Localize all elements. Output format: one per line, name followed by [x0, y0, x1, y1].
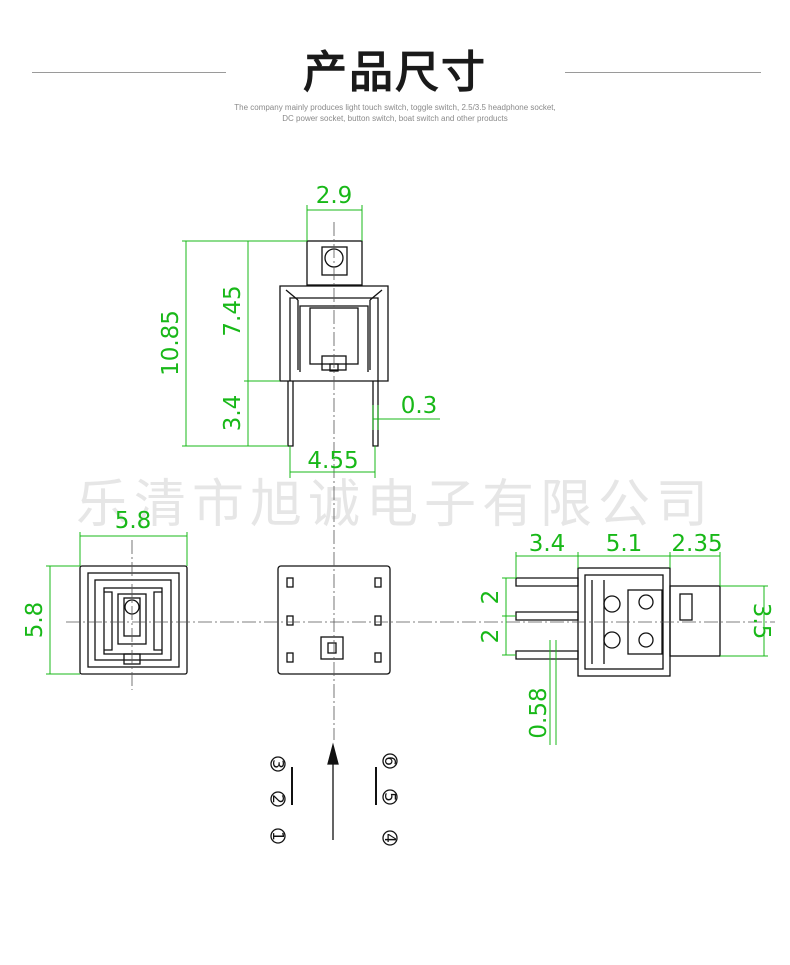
dimension-labels: 2.9 10.85 7.45 3.4 0.3 4.55 5.8 5.8 3.4 …	[22, 183, 774, 739]
dim-side-body: 5.1	[606, 531, 643, 557]
dim-body-height: 7.45	[220, 285, 246, 336]
dimension-lines	[46, 205, 768, 745]
top-view	[79, 565, 188, 675]
pin-label-3: 3	[269, 759, 287, 769]
pin-label-6: 6	[381, 756, 399, 766]
subtitle-line-1: The company mainly produces light touch …	[234, 103, 556, 112]
dim-pin-spacing: 4.55	[307, 448, 358, 474]
pin-label-2: 2	[269, 794, 287, 804]
dim-top-width: 5.8	[115, 508, 152, 534]
subtitle-line-2: DC power socket, button switch, boat swi…	[282, 114, 508, 123]
dim-side-button: 2.35	[671, 531, 722, 557]
title-rule-left	[32, 72, 226, 73]
dim-pin-length: 3.4	[220, 395, 246, 432]
center-lines	[66, 222, 775, 740]
pin-label-1: 1	[269, 831, 287, 841]
dim-side-button-height: 3.5	[748, 603, 774, 640]
pin-label-4: 4	[381, 833, 399, 843]
dim-side-pin-length: 3.4	[529, 531, 566, 557]
pin-numbers: 1 2 3 4 5 6	[269, 756, 399, 843]
company-watermark: 乐清市旭诚电子有限公司	[75, 475, 714, 535]
pin-diagram	[270, 742, 398, 846]
dim-pin-thickness: 0.3	[401, 393, 438, 419]
dim-front-width: 2.9	[316, 183, 353, 209]
dim-top-height: 5.8	[22, 602, 48, 639]
page-title: 产品尺寸	[303, 47, 487, 98]
title-rule-right	[565, 72, 761, 73]
dim-side-pin-width: 0.58	[526, 687, 552, 738]
dim-side-pitch-b: 2	[478, 629, 504, 644]
dim-side-pitch-a: 2	[478, 590, 504, 605]
dim-total-height: 10.85	[158, 310, 184, 376]
pin-label-5: 5	[381, 792, 399, 802]
